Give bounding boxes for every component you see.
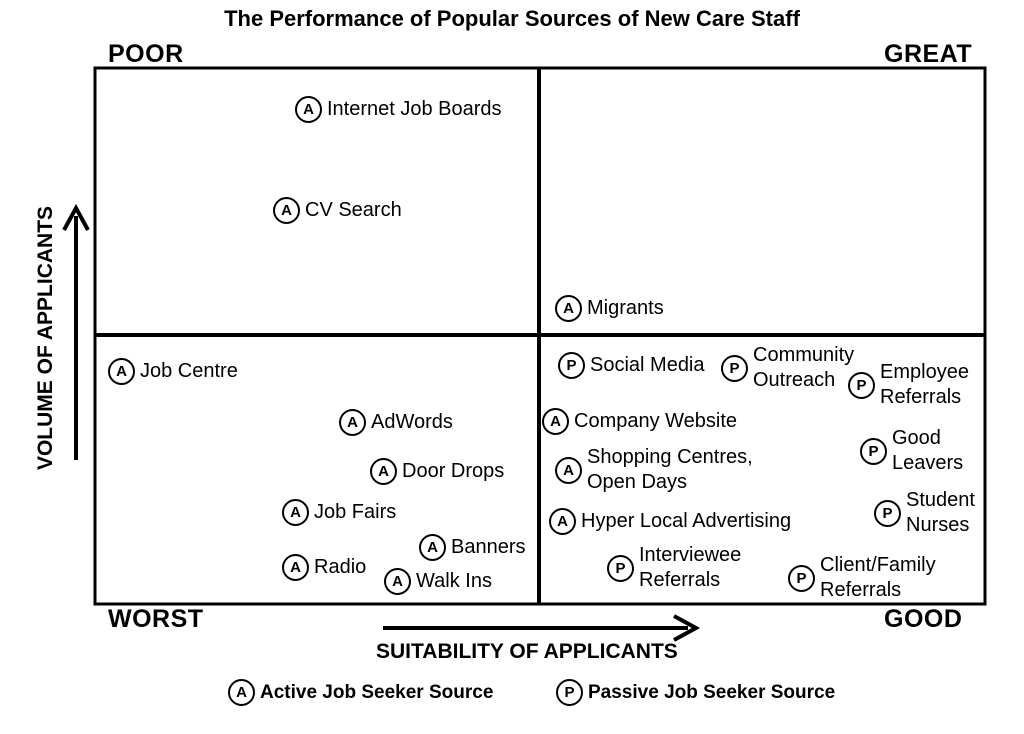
active-source-icon: A [555, 295, 582, 322]
source-label: Good Leavers [892, 427, 964, 474]
y-axis-label: VOLUME OF APPLICANTS [34, 205, 57, 471]
active-source-icon: A [384, 568, 411, 595]
source-internet-job-boards: A Internet Job Boards [295, 96, 502, 123]
legend-passive-label: Passive Job Seeker Source [588, 681, 836, 703]
source-label: Interviewee Referrals [639, 544, 742, 591]
source-label: Student Nurses [906, 489, 975, 536]
passive-source-icon: P [874, 499, 901, 527]
source-banners: A Banners [419, 534, 526, 561]
active-source-icon: A [542, 408, 569, 435]
source-client-family-referrals: P Client/Family Referrals [788, 553, 936, 603]
source-label: CV Search [305, 199, 402, 221]
corner-label-poor: POOR [108, 40, 184, 68]
source-job-centre: A Job Centre [108, 358, 238, 385]
source-label: Migrants [587, 297, 664, 319]
corner-label-worst: WORST [108, 605, 204, 633]
source-migrants: A Migrants [555, 295, 664, 322]
x-axis-arrow [383, 614, 701, 642]
passive-source-icon: P [607, 554, 634, 582]
active-source-icon: A [228, 679, 255, 706]
source-label: Banners [451, 536, 526, 558]
source-label: Employee Referrals [880, 361, 969, 408]
active-source-icon: A [282, 554, 309, 581]
active-source-icon: A [282, 499, 309, 526]
source-adwords: A AdWords [339, 409, 453, 436]
source-label: Job Centre [140, 360, 238, 382]
source-door-drops: A Door Drops [370, 458, 504, 485]
source-interviewee-referrals: P Interviewee Referrals [607, 543, 741, 593]
source-label: Internet Job Boards [327, 98, 502, 120]
source-employee-referrals: P Employee Referrals [848, 360, 969, 410]
source-label: Client/Family Referrals [820, 554, 936, 601]
active-source-icon: A [295, 96, 322, 123]
source-label: Job Fairs [314, 501, 397, 523]
source-walk-ins: A Walk Ins [384, 568, 492, 595]
corner-label-good: GOOD [884, 605, 963, 633]
source-company-website: A Company Website [542, 408, 737, 435]
legend-active-label: Active Job Seeker Source [260, 681, 494, 703]
active-source-icon: A [273, 197, 300, 224]
active-source-icon: A [339, 409, 366, 436]
passive-source-icon: P [558, 352, 585, 379]
source-cv-search: A CV Search [273, 197, 402, 224]
source-label: Shopping Centres, Open Days [587, 446, 753, 493]
source-good-leavers: P Good Leavers [860, 426, 963, 476]
active-source-icon: A [549, 508, 576, 535]
source-hyper-local-advertising: A Hyper Local Advertising [549, 508, 791, 535]
passive-source-icon: P [721, 354, 748, 382]
source-label: Community Outreach [753, 344, 855, 391]
active-source-icon: A [108, 358, 135, 385]
legend-passive: P Passive Job Seeker Source [556, 679, 835, 706]
source-shopping-centres: A Shopping Centres, Open Days [555, 445, 753, 495]
source-community-outreach: P Community Outreach [721, 343, 854, 393]
corner-label-great: GREAT [884, 40, 973, 68]
active-source-icon: A [419, 534, 446, 561]
passive-source-icon: P [556, 679, 583, 706]
source-radio: A Radio [282, 554, 366, 581]
passive-source-icon: P [848, 371, 875, 399]
diagram-title: The Performance of Popular Sources of Ne… [224, 6, 800, 31]
active-source-icon: A [370, 458, 397, 485]
source-label: Hyper Local Advertising [581, 510, 792, 532]
active-source-icon: A [555, 456, 582, 484]
source-student-nurses: P Student Nurses [874, 488, 975, 538]
source-label: Walk Ins [416, 570, 492, 592]
passive-source-icon: P [788, 564, 815, 592]
source-label: Social Media [590, 354, 705, 376]
x-axis-label: SUITABILITY OF APPLICANTS [376, 640, 678, 663]
source-job-fairs: A Job Fairs [282, 499, 396, 526]
source-label: Company Website [574, 410, 738, 432]
source-label: Door Drops [402, 460, 505, 482]
passive-source-icon: P [860, 437, 887, 465]
source-label: Radio [314, 556, 367, 578]
y-axis-arrow [62, 203, 90, 460]
source-label: AdWords [371, 411, 453, 433]
source-social-media: P Social Media [558, 352, 705, 379]
legend-active: A Active Job Seeker Source [228, 679, 493, 706]
